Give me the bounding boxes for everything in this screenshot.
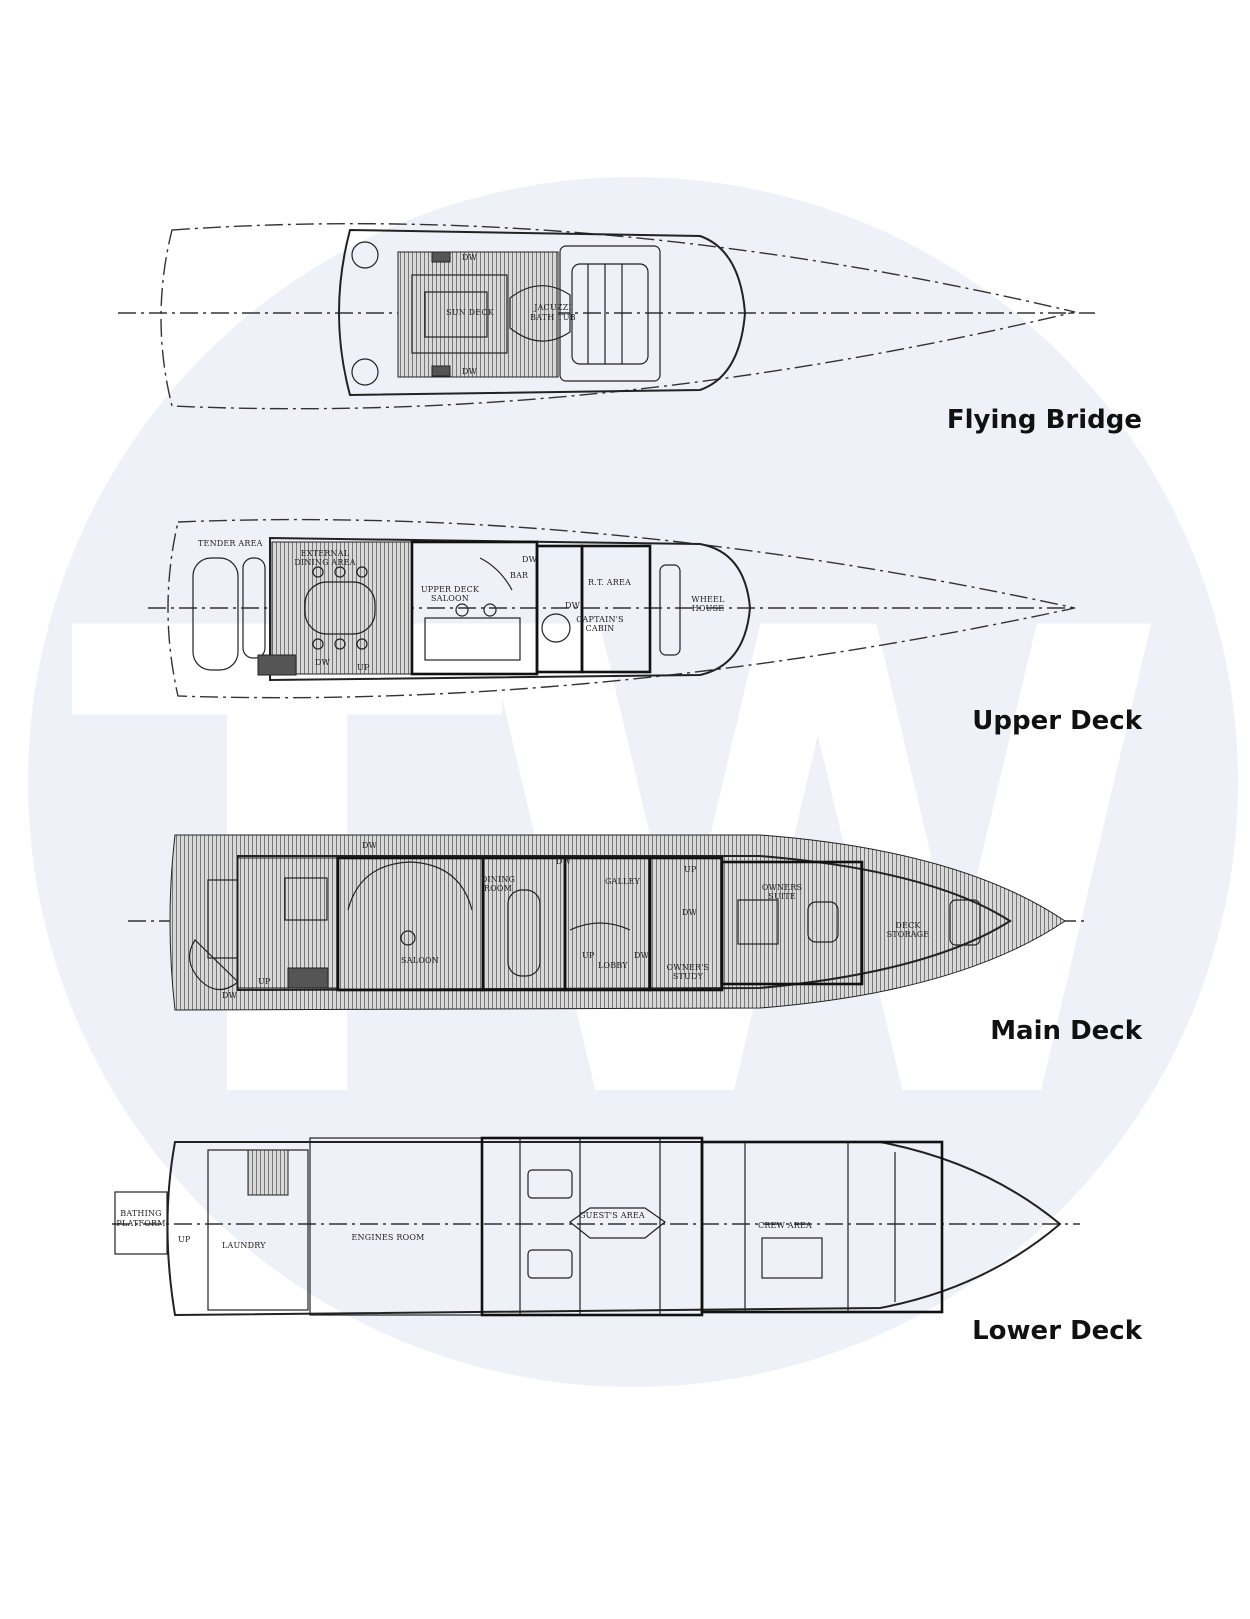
dw-label-1: DW: [315, 658, 331, 667]
dw-label-3: DW: [565, 601, 581, 610]
dw-label-2: DW: [522, 555, 538, 564]
dw-label-m1: DW: [634, 951, 650, 960]
upper-saloon-label-1: UPPER DECK: [421, 585, 480, 594]
wheelhouse-label-1: WHEEL: [691, 595, 725, 604]
bar-label: BAR: [510, 571, 529, 580]
main-deck-plan: SALOON DINING ROOM GALLEY LOBBY UP DW OW…: [0, 820, 1250, 1080]
dining-room-label-2: ROOM: [484, 884, 512, 893]
guests-area-label: GUEST'S AREA: [579, 1211, 645, 1220]
crew-area-label: CREW AREA: [758, 1221, 812, 1230]
dw-label-m2: DW: [682, 908, 698, 917]
laundry-label: LAUNDRY: [222, 1241, 266, 1250]
lower-deck-title: Lower Deck: [972, 1316, 1142, 1346]
lower-deck-plan: BATHING PLATFORM UP LAUNDRY ENGINES ROOM…: [0, 1130, 1250, 1390]
dw-label-top: DW: [462, 253, 478, 262]
lobby-label: LOBBY: [598, 961, 628, 970]
owners-study-label-2: STUDY: [673, 972, 704, 981]
dw-label-bottom: DW: [462, 367, 478, 376]
owners-suite-label-1: OWNERS: [762, 883, 802, 892]
main-deck-title: Main Deck: [990, 1016, 1142, 1046]
upper-deck-plan: TENDER AREA EXTERNAL DINING AREA UP DW U…: [0, 510, 1250, 770]
jacuzzi-label: JACUZZI: [533, 303, 572, 312]
upper-saloon-label-2: SALOON: [431, 594, 469, 603]
bathing-platform-label-1: BATHING: [120, 1209, 161, 1218]
rt-area-label: R.T. AREA: [588, 578, 631, 587]
watermark-circle: [28, 177, 1238, 1387]
flying-bridge-title: Flying Bridge: [946, 405, 1142, 435]
owners-study-label-1: OWNER'S: [667, 963, 710, 972]
dw-label-m4: DW: [556, 857, 572, 866]
up-label-lower: UP: [178, 1235, 191, 1244]
up-label: UP: [357, 663, 370, 672]
dining-room-label-1: DINING: [481, 875, 515, 884]
up-label-1: UP: [582, 951, 595, 960]
external-dining-label-2: DINING AREA: [294, 558, 355, 567]
saloon-label: SALOON: [401, 956, 439, 965]
up-label-3: UP: [258, 977, 271, 986]
deck-storage-label-2: STORAGE: [887, 930, 930, 939]
captains-cabin-label-1: CAPTAIN'S: [576, 615, 624, 624]
galley-label: GALLEY: [605, 877, 641, 886]
owners-suite-label-2: SUITE: [768, 892, 796, 901]
dw-label-m5: DW: [222, 991, 238, 1000]
bathing-platform-label-2: PLATFORM: [116, 1219, 165, 1228]
external-dining-label-1: EXTERNAL: [301, 549, 350, 558]
up-label-2: UP: [684, 865, 697, 874]
bath-tub-label: BATH TUB: [530, 313, 576, 322]
deck-storage-label-1: DECK: [895, 921, 921, 930]
upper-deck-title: Upper Deck: [972, 706, 1142, 736]
tender-area-label: TENDER AREA: [198, 539, 263, 548]
captains-cabin-label-2: CABIN: [586, 624, 615, 633]
engines-room-label: ENGINES ROOM: [352, 1233, 425, 1242]
flying-bridge-plan: SUN DECK JACUZZI BATH TUB DW DW Flying B…: [0, 200, 1250, 460]
wheelhouse-label-2: HOUSE: [692, 604, 725, 613]
sun-deck-label: SUN DECK: [446, 308, 495, 317]
dw-label-m3: DW: [362, 841, 378, 850]
